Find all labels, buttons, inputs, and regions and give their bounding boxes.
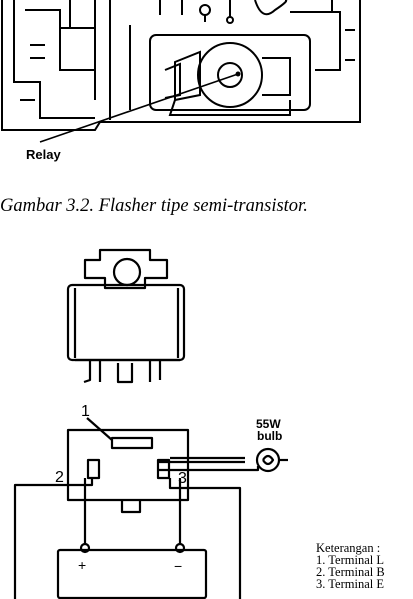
battery-minus-label: − xyxy=(174,558,182,574)
relay-label: Relay xyxy=(26,147,61,162)
terminal-1-label: 1 xyxy=(81,403,90,420)
bulb-label-watt: 55W xyxy=(256,417,281,431)
flasher-unit-drawing: Relay xyxy=(1,0,361,162)
flasher-wiring-diagram: 1 2 3 55W bulb + − xyxy=(13,248,288,599)
legend: Keterangan : 1. Terminal L 2. Terminal B… xyxy=(316,541,385,591)
bulb-label-text: bulb xyxy=(257,429,282,443)
legend-item-terminal-b: 2. Terminal B xyxy=(316,565,385,579)
figure-caption: Gambar 3.2. Flasher tipe semi-transistor… xyxy=(0,196,308,216)
legend-item-terminal-l: 1. Terminal L xyxy=(316,553,384,567)
battery-plus-label: + xyxy=(78,557,86,573)
legend-title: Keterangan : xyxy=(316,541,381,555)
legend-item-terminal-e: 3. Terminal E xyxy=(316,577,384,591)
terminal-3-label: 3 xyxy=(178,470,187,487)
terminal-2-label: 2 xyxy=(55,469,64,486)
